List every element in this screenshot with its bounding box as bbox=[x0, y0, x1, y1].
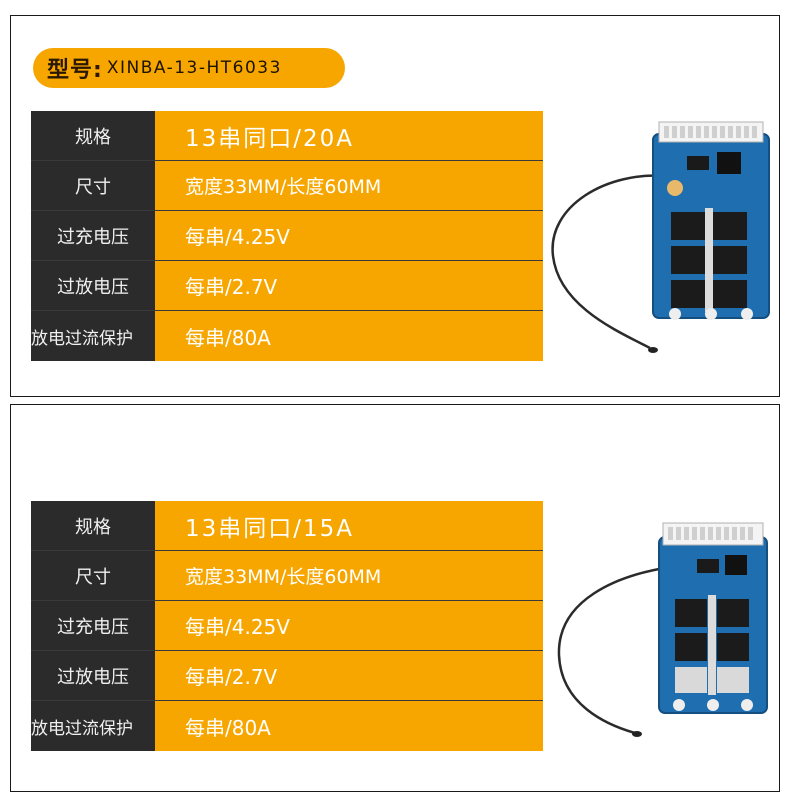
spec-key: 过放电压 bbox=[31, 651, 155, 700]
spec-key: 尺寸 bbox=[31, 161, 155, 210]
spec-table: 规格 13串同口/15A 尺寸 宽度33MM/长度60MM 过充电压 每串/4.… bbox=[31, 501, 543, 751]
spec-key: 放电过流保护 bbox=[31, 701, 155, 751]
spec-value: 每串/80A bbox=[155, 311, 543, 361]
spec-row-spec: 规格 13串同口/15A bbox=[31, 501, 543, 551]
spec-row-overdischarge: 过放电压 每串/2.7V bbox=[31, 651, 543, 701]
spec-value: 13串同口/15A bbox=[155, 501, 543, 550]
spec-key: 规格 bbox=[31, 501, 155, 550]
spec-row-spec: 规格 13串同口/20A bbox=[31, 111, 543, 161]
product-panel-15a: 规格 13串同口/15A 尺寸 宽度33MM/长度60MM 过充电压 每串/4.… bbox=[10, 404, 780, 792]
spec-value: 每串/4.25V bbox=[155, 601, 543, 650]
bms-board-photo bbox=[557, 522, 768, 737]
spec-value: 每串/2.7V bbox=[155, 261, 543, 310]
spec-key: 尺寸 bbox=[31, 551, 155, 600]
spec-value: 每串/80A bbox=[155, 701, 543, 751]
spec-value: 13串同口/20A bbox=[155, 111, 543, 160]
spec-row-overcharge: 过充电压 每串/4.25V bbox=[31, 211, 543, 261]
spec-value: 宽度33MM/长度60MM bbox=[155, 161, 543, 210]
spec-row-overcurrent: 放电过流保护 每串/80A bbox=[31, 311, 543, 361]
spec-key: 过充电压 bbox=[31, 601, 155, 650]
model-label: 型号: bbox=[47, 58, 103, 83]
spec-key: 过放电压 bbox=[31, 261, 155, 310]
spec-key: 过充电压 bbox=[31, 211, 155, 260]
spec-table: 规格 13串同口/20A 尺寸 宽度33MM/长度60MM 过充电压 每串/4.… bbox=[31, 111, 543, 361]
spec-key: 放电过流保护 bbox=[31, 311, 155, 361]
product-panel-20a: 型号: XINBA-13-HT6033 规格 13串同口/20A 尺寸 宽度33… bbox=[10, 15, 780, 397]
model-value: XINBA-13-HT6033 bbox=[106, 58, 282, 78]
spec-row-overcurrent: 放电过流保护 每串/80A bbox=[31, 701, 543, 751]
spec-key: 规格 bbox=[31, 111, 155, 160]
bms-board-photo bbox=[551, 121, 770, 353]
model-badge: 型号: XINBA-13-HT6033 bbox=[33, 48, 345, 88]
spec-value: 每串/2.7V bbox=[155, 651, 543, 700]
spec-value: 每串/4.25V bbox=[155, 211, 543, 260]
spec-row-size: 尺寸 宽度33MM/长度60MM bbox=[31, 161, 543, 211]
spec-row-overdischarge: 过放电压 每串/2.7V bbox=[31, 261, 543, 311]
spec-value: 宽度33MM/长度60MM bbox=[155, 551, 543, 600]
spec-row-size: 尺寸 宽度33MM/长度60MM bbox=[31, 551, 543, 601]
spec-row-overcharge: 过充电压 每串/4.25V bbox=[31, 601, 543, 651]
